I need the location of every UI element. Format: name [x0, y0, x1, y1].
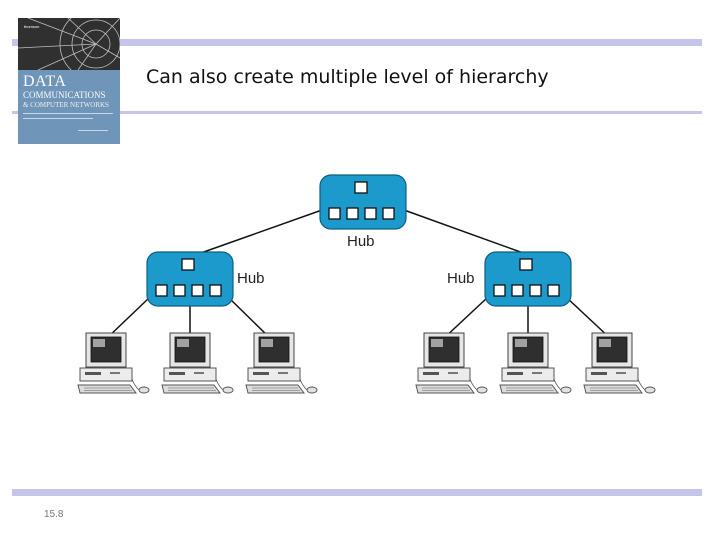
cover-fine-print: [23, 118, 93, 119]
computer-icon: [583, 332, 656, 394]
left-hub-label: Hub: [237, 270, 265, 287]
computer-icon: [499, 332, 572, 394]
header-rule-bottom: [12, 111, 702, 114]
slide-number: 15.8: [44, 509, 64, 520]
cover-fine-print: [23, 113, 113, 114]
cover-photo: thomson: [18, 18, 120, 70]
cover-title-line3: & COMPUTER NETWORKS: [23, 101, 109, 109]
right-hub: [484, 251, 572, 307]
cover-title-line2: COMMUNICATIONS: [23, 90, 106, 100]
root-hub: [319, 174, 407, 230]
header-rule-top: [12, 39, 702, 46]
cover-title-band: [18, 70, 120, 144]
right-hub-label: Hub: [447, 270, 475, 287]
computer-icon: [161, 332, 234, 394]
cover-title-line1: DATA: [23, 73, 67, 90]
computer-icon: [77, 332, 150, 394]
left-hub: [146, 251, 234, 307]
book-cover-image: thomson DATA COMMUNICATIONS & COMPUTER N…: [18, 18, 120, 144]
slide-title: Can also create multiple level of hierar…: [146, 66, 549, 88]
root-hub-label: Hub: [347, 233, 375, 250]
cover-publisher: thomson: [24, 24, 40, 29]
footer-rule: [12, 489, 702, 496]
connection-lines: [104, 209, 613, 341]
computer-icon: [415, 332, 488, 394]
computer-icon: [245, 332, 318, 394]
cover-fine-print: [78, 130, 108, 131]
